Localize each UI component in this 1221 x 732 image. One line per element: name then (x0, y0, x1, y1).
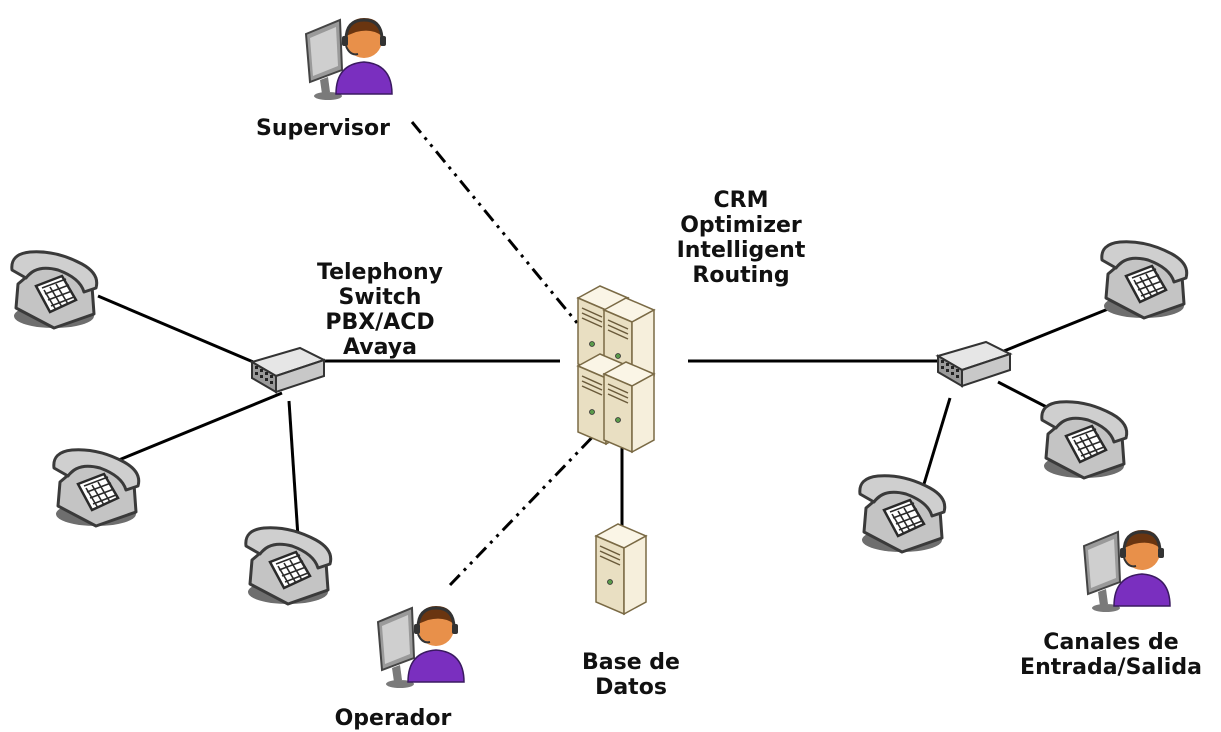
telephone-icon (1100, 240, 1189, 320)
link-phone-switch-6 (922, 397, 952, 485)
database-server-icon (595, 523, 647, 615)
telephone-icon (858, 474, 947, 554)
network-switch-icon (937, 341, 1011, 387)
telephone-icon (10, 250, 99, 330)
link-phone-switch-1 (97, 294, 259, 366)
link-phone-switch-3 (287, 400, 300, 538)
operator-label: Operador (334, 706, 452, 731)
link-phone-switch-2 (113, 391, 283, 464)
telephone-icon (52, 448, 141, 528)
operator-agent-icon (376, 604, 466, 690)
telephone-icon (1040, 400, 1129, 480)
telephone-icon (244, 526, 333, 606)
supervisor-label: Supervisor (256, 116, 390, 141)
supervisor-agent-icon (304, 16, 394, 102)
link-phone-switch-4 (1003, 303, 1119, 353)
connections (97, 121, 1119, 587)
link-supervisor-crm (410, 121, 580, 325)
channels-label: Canales de Entrada/Salida (1020, 630, 1202, 680)
database-label: Base de Datos (582, 650, 680, 700)
link-operator-crm (448, 423, 606, 587)
telephony-switch-label: Telephony Switch PBX/ACD Avaya (317, 260, 443, 360)
crm-label: CRM Optimizer Intelligent Routing (676, 188, 806, 288)
crm-server-cluster-icon (577, 285, 655, 453)
channel-agent-icon (1082, 528, 1172, 614)
